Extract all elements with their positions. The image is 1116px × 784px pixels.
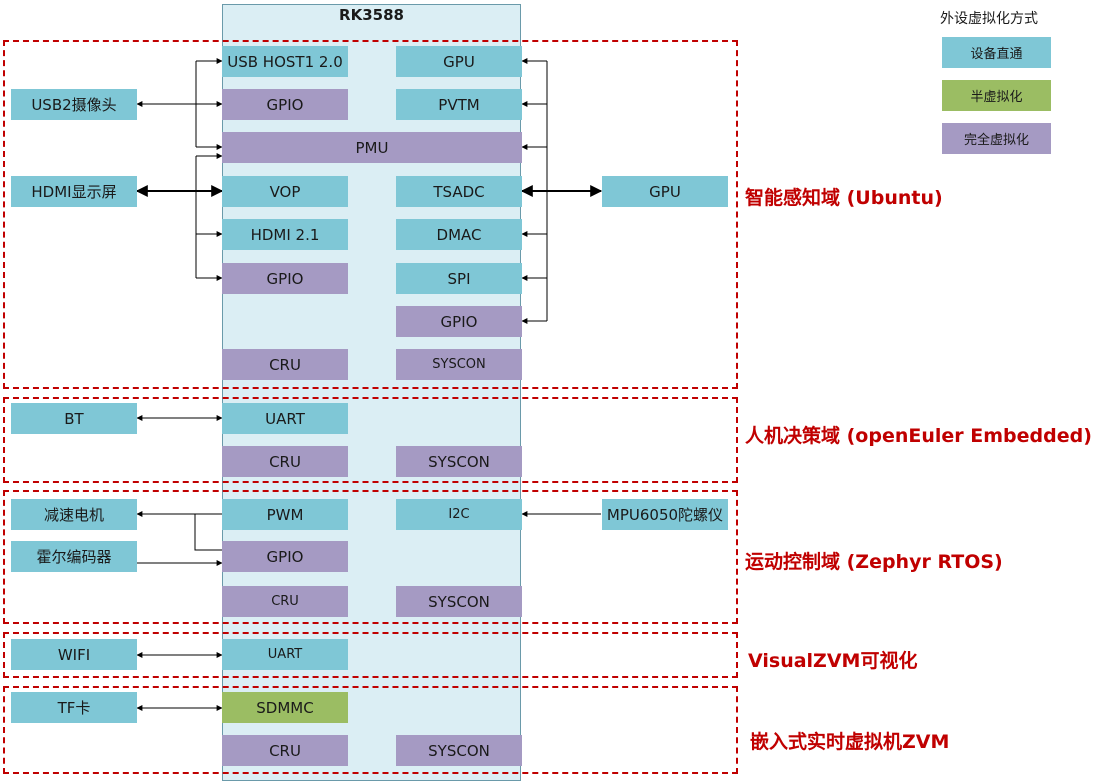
block-syscon-2: SYSCON [396, 446, 522, 477]
peripheral-bt: BT [11, 403, 137, 434]
block-spi: SPI [396, 263, 522, 294]
block-pmu: PMU [222, 132, 522, 163]
domain-perception [3, 40, 738, 389]
peripheral-wifi: WIFI [11, 639, 137, 670]
peripheral-ext-gpu: GPU [602, 176, 728, 207]
block-dmac: DMAC [396, 219, 522, 250]
block-gpio-2: GPIO [222, 263, 348, 294]
domain-label-hmi: 人机决策域 (openEuler Embedded) [745, 425, 1092, 447]
block-syscon-4: SYSCON [396, 735, 522, 766]
domain-zvm [3, 686, 738, 774]
block-i2c: I2C [396, 499, 522, 530]
block-cru-3: CRU [222, 586, 348, 617]
block-pwm: PWM [222, 499, 348, 530]
peripheral-hall-encoder: 霍尔编码器 [11, 541, 137, 572]
peripheral-usb-camera: USB2摄像头 [11, 89, 137, 120]
domain-hmi [3, 397, 738, 483]
legend-para: 半虚拟化 [942, 80, 1051, 111]
peripheral-hdmi-screen: HDMI显示屏 [11, 176, 137, 207]
block-usb-host: USB HOST1 2.0 [222, 46, 348, 77]
peripheral-tf-card: TF卡 [11, 692, 137, 723]
block-cru-4: CRU [222, 735, 348, 766]
legend-full: 完全虚拟化 [942, 123, 1051, 154]
block-gpu: GPU [396, 46, 522, 77]
block-tsadc: TSADC [396, 176, 522, 207]
block-uart-1: UART [222, 403, 348, 434]
block-hdmi: HDMI 2.1 [222, 219, 348, 250]
block-pvtm: PVTM [396, 89, 522, 120]
block-syscon-1: SYSCON [396, 349, 522, 380]
block-vop: VOP [222, 176, 348, 207]
block-gpio-3: GPIO [396, 306, 522, 337]
block-uart-2: UART [222, 639, 348, 670]
block-cru-2: CRU [222, 446, 348, 477]
domain-label-visual: VisualZVM可视化 [748, 650, 918, 672]
peripheral-mpu6050: MPU6050陀螺仪 [602, 499, 728, 530]
block-gpio-1: GPIO [222, 89, 348, 120]
peripheral-motor: 减速电机 [11, 499, 137, 530]
domain-label-motion: 运动控制域 (Zephyr RTOS) [745, 551, 1003, 573]
block-gpio-4: GPIO [222, 541, 348, 572]
legend-title: 外设虚拟化方式 [940, 11, 1038, 27]
block-sdmmc: SDMMC [222, 692, 348, 723]
domain-motion [3, 490, 738, 624]
block-syscon-3: SYSCON [396, 586, 522, 617]
domain-visual [3, 632, 738, 678]
chip-title: RK3588 [339, 6, 404, 24]
block-cru-1: CRU [222, 349, 348, 380]
domain-label-zvm: 嵌入式实时虚拟机ZVM [750, 731, 950, 753]
legend-passthrough: 设备直通 [942, 37, 1051, 68]
domain-label-perception: 智能感知域 (Ubuntu) [745, 187, 943, 209]
